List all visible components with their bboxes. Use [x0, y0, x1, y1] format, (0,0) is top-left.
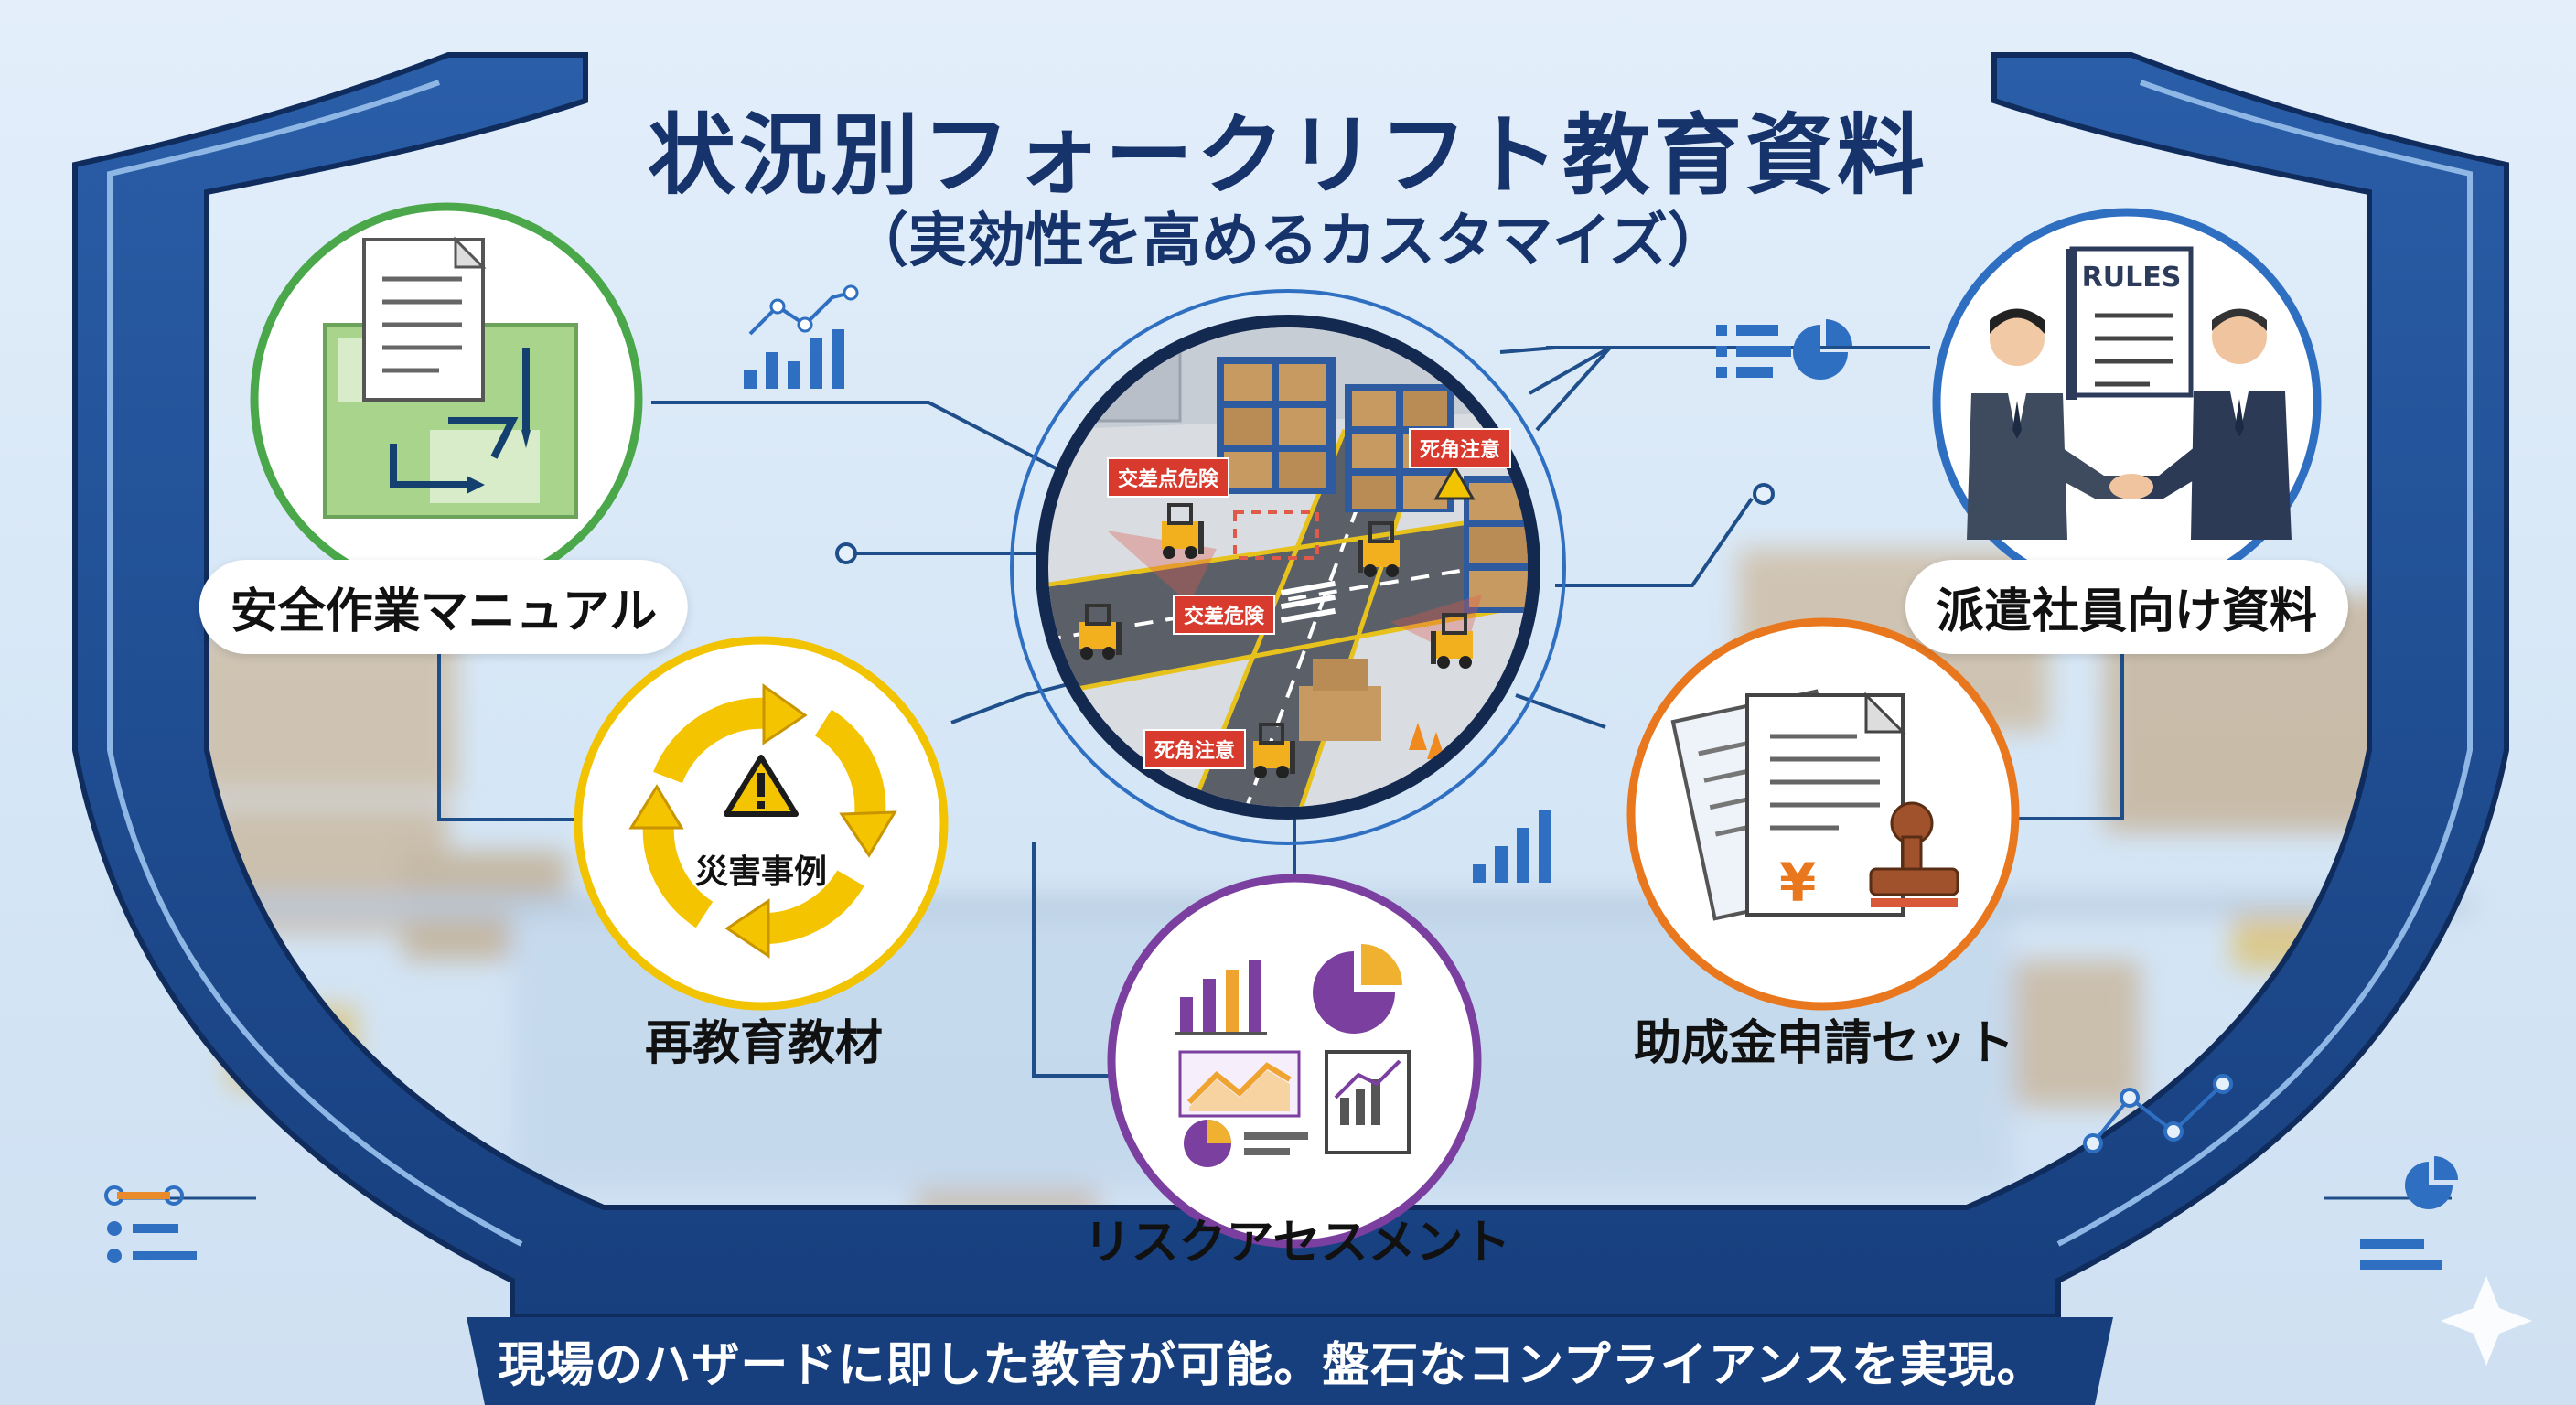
document-stamp-icon: ¥: [1626, 617, 2020, 1011]
forklift-icon-4: [1431, 613, 1473, 669]
bottom-banner: 現場のハザードに即した教育が可能。盤石なコンプライアンスを実現。: [498, 1337, 2045, 1393]
deco-list-pie-icon-top-right: [1716, 319, 1852, 380]
forklift-icon-3: [1358, 521, 1400, 577]
map-tag: 交差点危険: [1107, 457, 1230, 498]
deco-pie-icon-bottom-right: [2360, 1156, 2458, 1270]
forklift-icon-2: [1079, 604, 1122, 660]
page-title: 状況別フォークリフト教育資料: [648, 104, 1928, 207]
map-tag: 死角注意: [1143, 729, 1247, 769]
deco-line-chart-icon-right: [2083, 1074, 2233, 1153]
sparkle-icon: [2441, 1276, 2532, 1366]
map-tag: 交差危険: [1173, 595, 1276, 635]
charts-icon: [1107, 874, 1482, 1249]
page-subtitle: （実効性を高めるカスタマイズ）: [849, 208, 1727, 275]
item-label-re-education: 再教育教材: [644, 1016, 884, 1071]
cycle-warning-icon: [574, 636, 949, 1011]
cycle-inner-text: 災害事例: [694, 853, 828, 891]
forklift-icon-5: [1253, 723, 1295, 778]
deco-bar-chart-icon-left: [744, 284, 859, 389]
manual-map-icon: [250, 202, 643, 595]
shield-frame: [72, 52, 2509, 1405]
forklift-icon-1: [1162, 503, 1204, 559]
connector-lines: [119, 346, 2452, 1200]
item-label-safety-manual: 安全作業マニュアル: [199, 560, 689, 654]
svg-text:¥: ¥: [1779, 852, 1816, 914]
item-label-subsidy-set: 助成金申請セット: [1633, 1016, 2015, 1071]
item-label-temp-staff: 派遣社員向け資料: [1905, 560, 2349, 654]
deco-list-icon-bottom-left: [104, 1185, 197, 1263]
deco-bar-chart-icon-center: [1473, 810, 1551, 883]
map-tag: 死角注意: [1409, 428, 1512, 468]
rules-book-text: RULES: [2081, 262, 2182, 294]
handshake-icon: [1932, 208, 2322, 597]
item-label-risk-assessment: リスクアセスメント: [1083, 1216, 1511, 1271]
